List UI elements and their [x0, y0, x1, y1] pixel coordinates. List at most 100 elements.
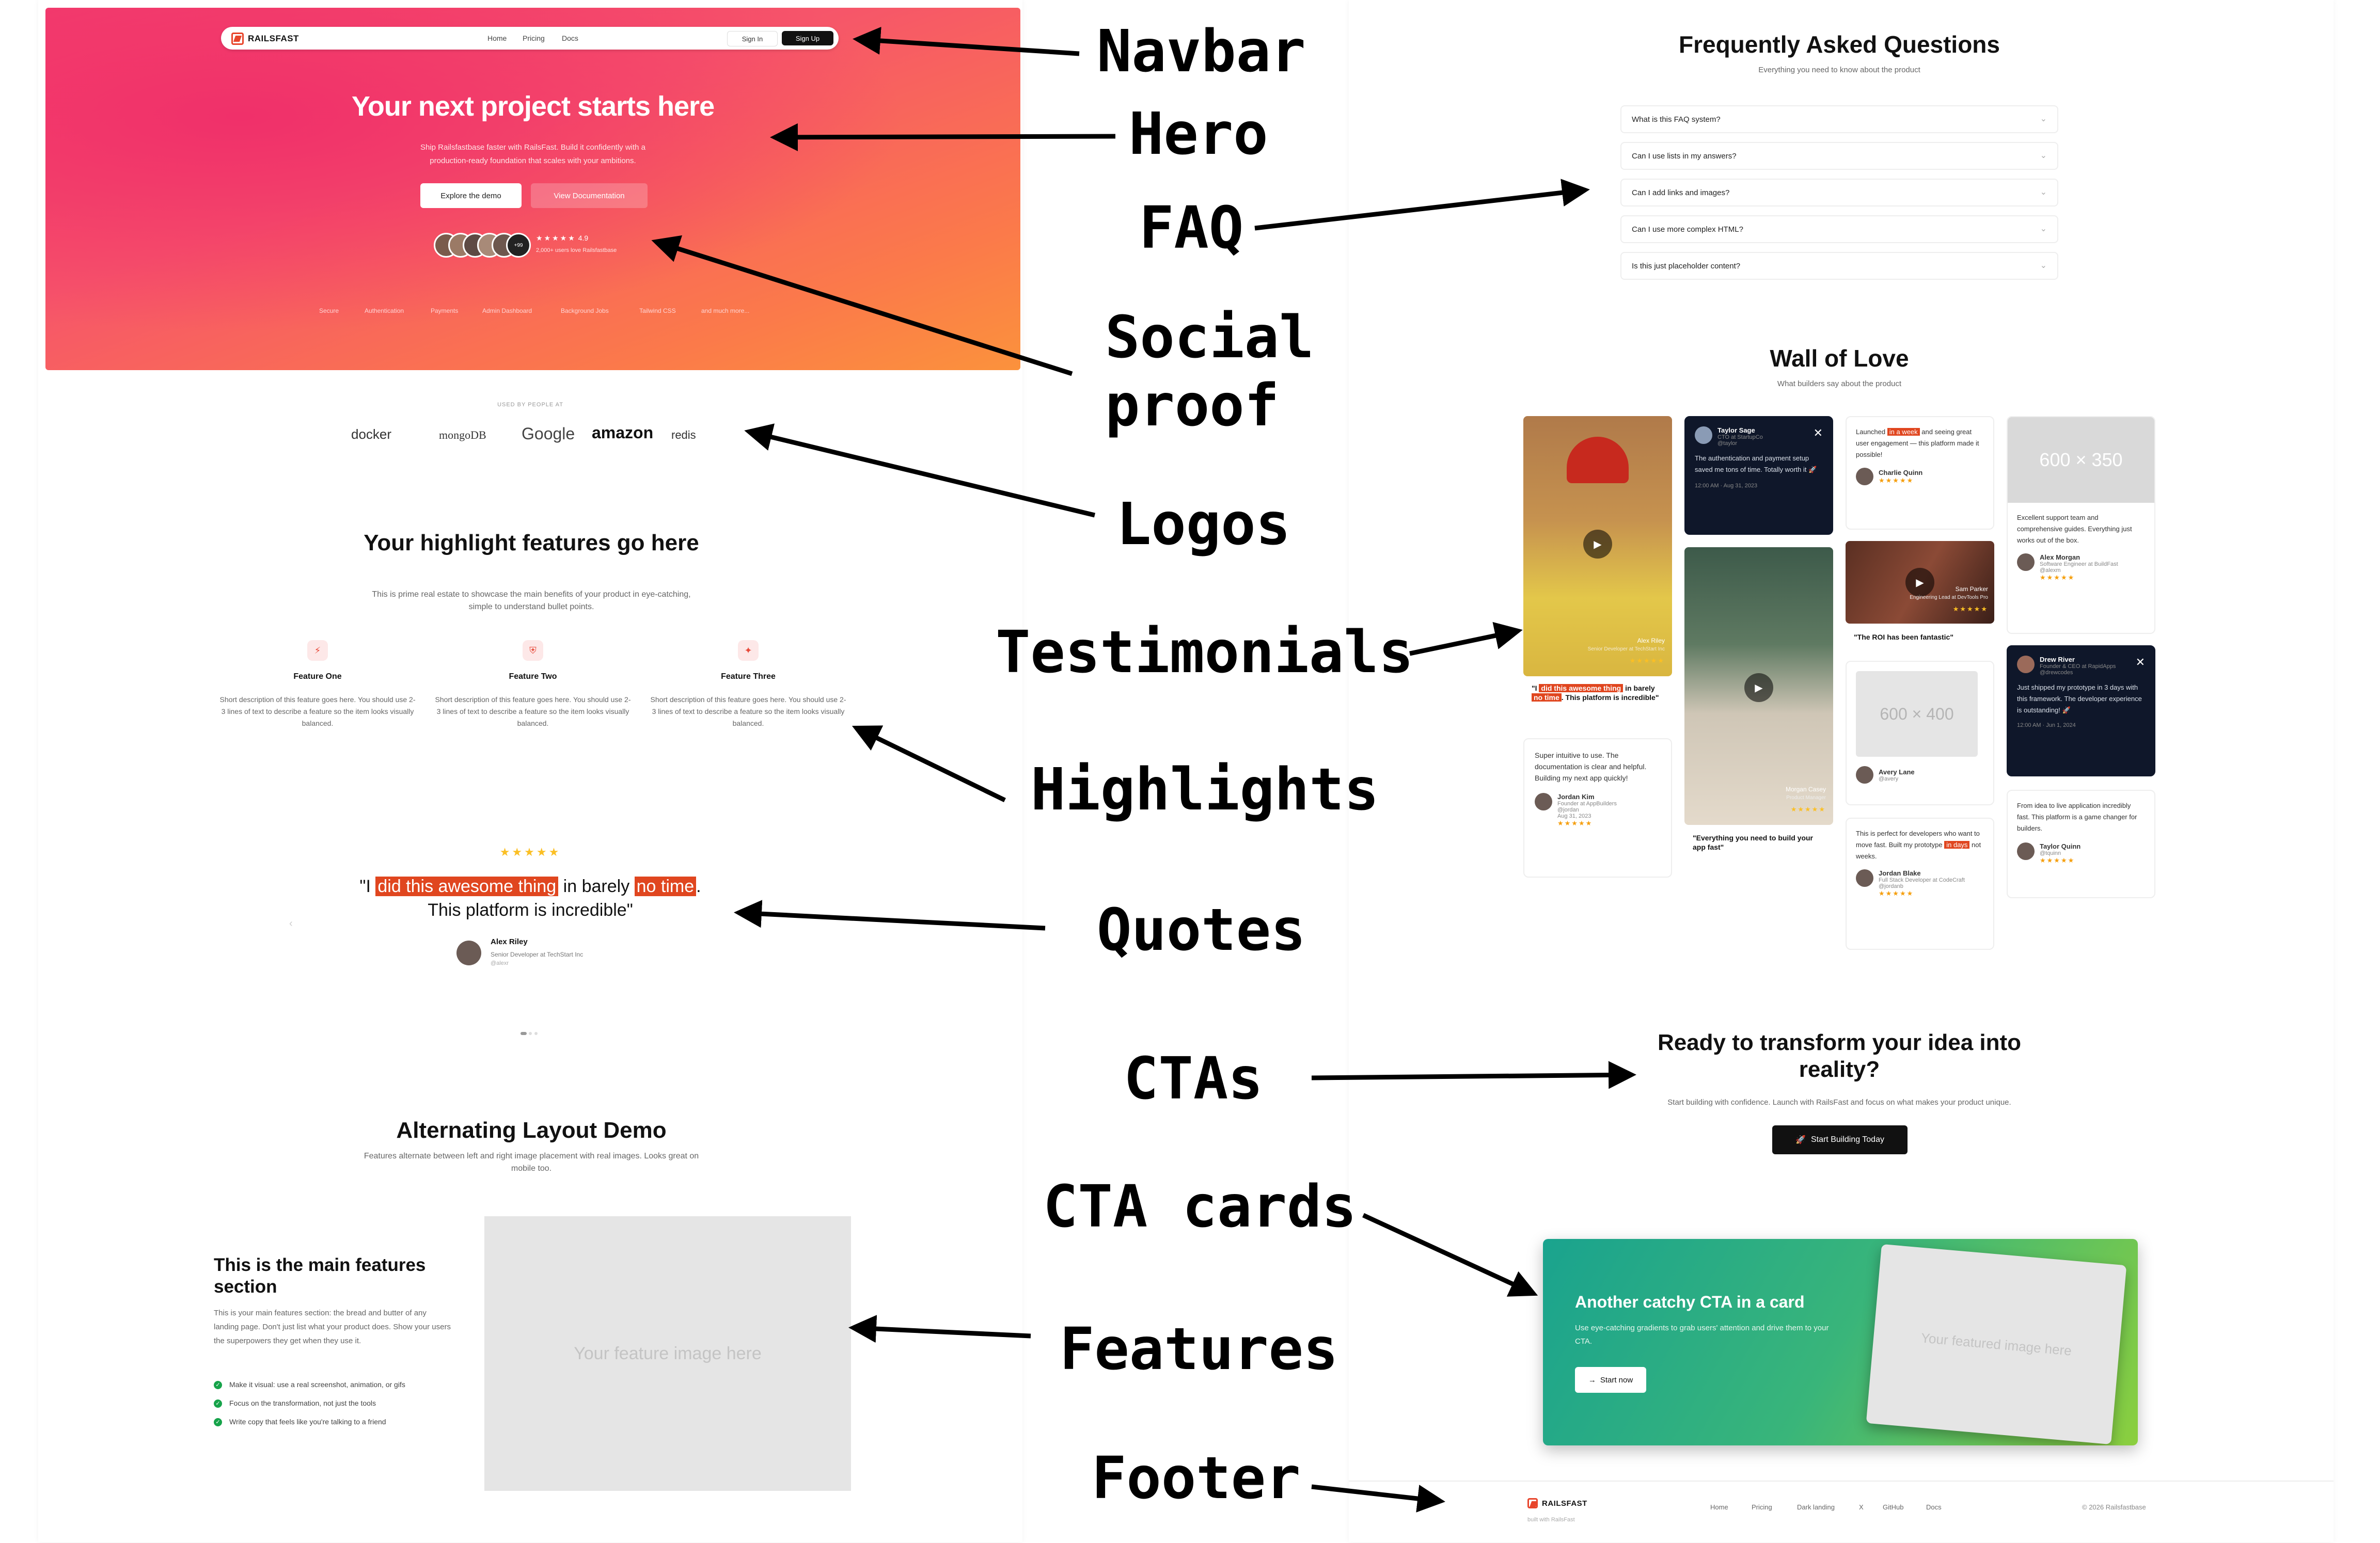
bolt-icon: ⚡ — [307, 640, 328, 661]
start-now-button[interactable]: → Start now — [1575, 1367, 1646, 1393]
feature-description: Short description of this feature goes h… — [435, 695, 631, 727]
footer-link-dark-landing[interactable]: Dark landing — [1797, 1503, 1835, 1511]
tweet-testimonial-card[interactable]: Taylor Sage CTO at StartupCo @taylor ✕ T… — [1684, 416, 1833, 535]
video-author: Alex Riley — [1637, 637, 1665, 644]
arrow-footer — [1311, 1484, 1445, 1513]
explore-demo-button[interactable]: Explore the demo — [420, 183, 522, 208]
annotation-label-highlights: Highlights — [1031, 756, 1379, 823]
rating-stars: ★★★★★ — [1557, 819, 1593, 827]
sign-in-button[interactable]: Sign In — [727, 31, 778, 46]
quote-author: Alex Riley — [491, 937, 528, 946]
carousel-dot[interactable] — [529, 1032, 532, 1035]
nav-link-home[interactable]: Home — [487, 34, 507, 42]
carousel-prev-icon[interactable]: ‹ — [289, 918, 293, 929]
arrow-hero — [770, 123, 1116, 151]
testimonial-highlight: in a week — [1887, 428, 1920, 436]
logo-mongodb: mongoDB — [439, 428, 486, 441]
annotation-label-navbar: Navbar — [1097, 18, 1306, 85]
start-building-button[interactable]: 🚀 Start Building Today — [1772, 1125, 1908, 1154]
text-testimonial-card: Super intuitive to use. The documentatio… — [1523, 738, 1672, 878]
view-docs-button[interactable]: View Documentation — [531, 183, 648, 208]
footer-brand-logo[interactable]: RAILSFAST — [1527, 1498, 1587, 1508]
feature-bullets: ✓Make it visual: use a real screenshot, … — [214, 1375, 405, 1431]
feature-bullet: ✓Write copy that feels like you're talki… — [214, 1412, 405, 1431]
author-name: Drew River — [2040, 656, 2075, 663]
footer-link-x[interactable]: X — [1859, 1503, 1864, 1511]
rating-stars: ★★★★★ — [536, 234, 576, 242]
faq-question: Can I add links and images? — [1632, 188, 1730, 197]
feature-section-title: This is the main features section — [214, 1255, 426, 1297]
hero-feature-tag: and much more... — [701, 307, 750, 314]
tweet-text: The authentication and payment setup sav… — [1695, 454, 1817, 473]
video-author: Sam Parker — [1955, 585, 1988, 593]
text-testimonial-card: This is perfect for developers who want … — [1846, 818, 1994, 950]
rating-stars: ★★★★★ — [2040, 856, 2075, 864]
check-icon: ✓ — [214, 1418, 222, 1427]
nav-link-docs[interactable]: Docs — [562, 34, 578, 42]
carousel-dot[interactable] — [534, 1032, 538, 1035]
author-role: Founder & CEO at RapidApps — [2040, 663, 2116, 670]
testimonial-author: Taylor Quinn @tquinn ★★★★★ — [2017, 842, 2145, 865]
hero-title: Your next project starts here — [351, 91, 715, 122]
rocket-icon: 🚀 — [1795, 1136, 1806, 1144]
video-role: Senior Developer at TechStart Inc — [1587, 646, 1665, 652]
footer-link-home[interactable]: Home — [1710, 1503, 1728, 1511]
faq-item[interactable]: Is this just placeholder content?⌄ — [1620, 252, 2058, 280]
feature-description: Short description of this feature goes h… — [219, 695, 416, 727]
tweet-header: Drew River Founder & CEO at RapidApps @d… — [2017, 656, 2145, 676]
annotation-label-logos: Logos — [1116, 491, 1291, 558]
arrow-right-icon: → — [1588, 1375, 1596, 1385]
testimonial-text: Super intuitive to use. The documentatio… — [1535, 751, 1647, 782]
quote-end: . — [696, 877, 701, 896]
chevron-down-icon: ⌄ — [2040, 188, 2047, 197]
chevron-down-icon: ⌄ — [2040, 115, 2047, 123]
author-handle: @alexm — [2040, 567, 2061, 574]
avatar — [2017, 656, 2035, 673]
hero-rating: ★★★★★ 4.9 — [536, 234, 588, 243]
logos-caption: USED BY PEOPLE AT — [497, 402, 563, 408]
faq-question: Is this just placeholder content? — [1632, 261, 1741, 271]
sign-up-button[interactable]: Sign Up — [782, 31, 833, 45]
faq-item[interactable]: Can I add links and images? ⌄ — [1620, 179, 2058, 206]
nav-link-pricing[interactable]: Pricing — [523, 34, 545, 42]
faq-item[interactable]: Can I use more complex HTML?⌄ — [1620, 215, 2058, 243]
avatar — [2017, 842, 2035, 860]
quote-role: Senior Developer at TechStart Inc — [491, 951, 584, 958]
brand-logo[interactable]: RAILSFAST — [231, 33, 299, 45]
video-role: Engineering Lead at DevTools Pro — [1910, 595, 1988, 600]
shield-icon: ⛨ — [523, 640, 543, 661]
footer-link-pricing[interactable]: Pricing — [1752, 1503, 1772, 1511]
play-icon[interactable]: ▶ — [1583, 530, 1612, 559]
tweet-testimonial-card[interactable]: Drew River Founder & CEO at RapidApps @d… — [2007, 645, 2155, 776]
avatar-stack: +99 — [434, 233, 532, 258]
sign-up-label: Sign Up — [795, 34, 820, 42]
tweet-date: 12:00 AM · Aug 31, 2023 — [1695, 483, 1758, 489]
video-testimonial[interactable]: ▶ Sam Parker Engineering Lead at DevTool… — [1846, 541, 1994, 624]
arrow-cta-cards — [1362, 1213, 1538, 1297]
quote-line2: This platform is incredible" — [428, 900, 633, 920]
faq-item[interactable]: What is this FAQ system?⌄ — [1620, 105, 2058, 133]
carousel-dot[interactable] — [521, 1032, 527, 1035]
play-icon[interactable]: ▶ — [1744, 673, 1773, 702]
author-handle: @taylor — [1717, 440, 1738, 447]
hero-feature-tag: Secure — [319, 307, 339, 314]
wall-subtitle: What builders say about the product — [1777, 379, 1902, 388]
video-testimonial[interactable]: ▶ Morgan Casey Product Manager ★★★★★ — [1684, 547, 1833, 825]
quote-highlight: did this awesome thing — [1539, 684, 1624, 692]
rating-text: 2,000+ users love Railsfastbase — [536, 247, 617, 253]
text-testimonial-card: From idea to live application incredibly… — [2007, 790, 2155, 898]
video-quote: "The ROI has been fantastic" — [1854, 633, 1953, 641]
testimonial-text: From idea to live application incredibly… — [2017, 802, 2137, 832]
arrow-testimonials — [1409, 622, 1523, 656]
faq-item[interactable]: Can I use lists in my answers?⌄ — [1620, 142, 2058, 170]
footer-copyright: © 2026 Railsfastbase — [2082, 1503, 2146, 1511]
play-icon[interactable]: ▶ — [1905, 568, 1934, 597]
chevron-down-icon: ⌄ — [2040, 225, 2047, 233]
testimonial-author: Alex Morgan Software Engineer at BuildFa… — [2017, 553, 2145, 582]
hero-section: Your next project starts here Ship Rails… — [45, 8, 1020, 370]
video-testimonial[interactable]: ▶ Alex Riley Senior Developer at TechSta… — [1523, 416, 1672, 676]
author-name: Taylor Quinn — [2040, 842, 2081, 850]
annotation-label-testimonials: Testimonials — [996, 619, 1414, 686]
footer-link-docs[interactable]: Docs — [1926, 1503, 1942, 1511]
footer-link-github[interactable]: GitHub — [1883, 1503, 1904, 1511]
